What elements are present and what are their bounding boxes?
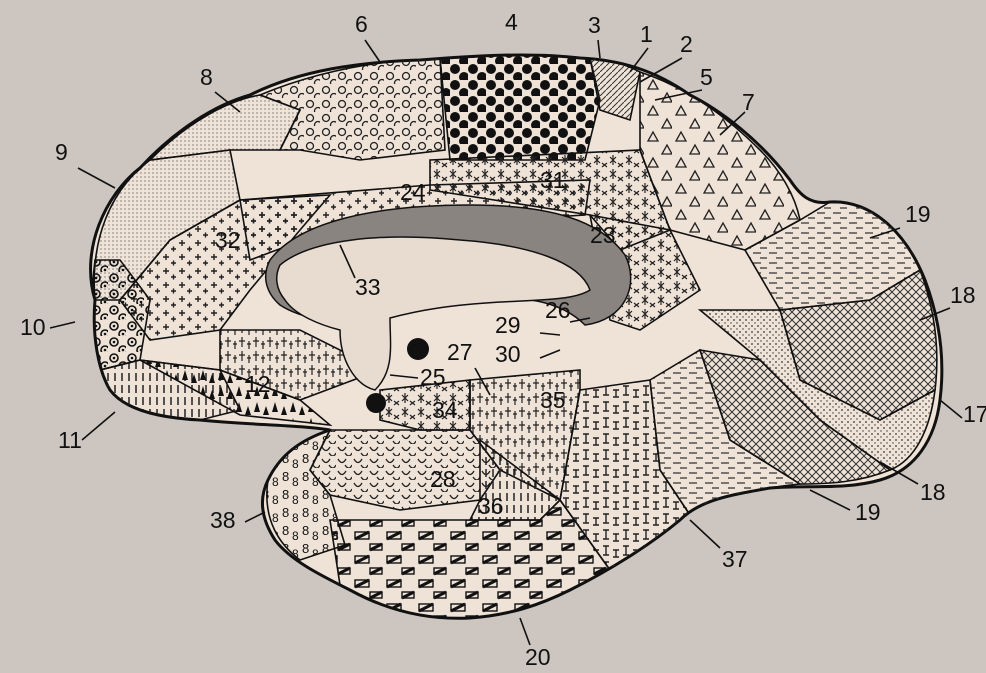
area-label-36: 36 <box>478 493 504 519</box>
area-label-34: 34 <box>432 397 458 423</box>
leader-line <box>365 40 380 62</box>
area-label-10: 10 <box>20 314 46 340</box>
leader-line <box>78 168 115 188</box>
leader-line <box>245 512 265 522</box>
area-label-23: 23 <box>590 222 616 248</box>
area-label-32: 32 <box>215 227 241 253</box>
area-label-27: 27 <box>447 339 473 365</box>
area-label-5: 5 <box>700 64 713 90</box>
area-label-25: 25 <box>420 364 446 390</box>
area-label-11: 11 <box>58 427 82 453</box>
area-label-37: 37 <box>722 546 748 572</box>
area-label-1: 1 <box>640 21 653 47</box>
area-label-4: 4 <box>505 9 518 35</box>
area-label-9: 9 <box>55 139 68 165</box>
area-label-33: 33 <box>355 274 381 300</box>
area-label-18: 18 <box>920 479 946 505</box>
leader-line <box>810 490 850 510</box>
area-label-18: 18 <box>950 282 976 308</box>
leader-line <box>82 412 115 440</box>
marker-dot <box>407 338 429 360</box>
leader-line <box>50 322 75 328</box>
leader-line <box>690 520 720 548</box>
area-label-17: 17 <box>963 401 986 427</box>
leader-line <box>940 400 962 418</box>
leader-line <box>520 618 530 645</box>
area-label-29: 29 <box>495 312 521 338</box>
area-label-8: 8 <box>200 64 213 90</box>
marker-dot <box>366 393 386 413</box>
area-4-patch <box>440 55 600 160</box>
area-label-28: 28 <box>430 466 456 492</box>
area-label-19: 19 <box>905 201 931 227</box>
area-label-6: 6 <box>355 11 368 37</box>
area-label-7: 7 <box>742 89 755 115</box>
area-label-30: 30 <box>495 341 521 367</box>
area-label-3: 3 <box>588 12 601 38</box>
area-label-20: 20 <box>525 644 551 668</box>
area-label-12: 12 <box>245 371 271 397</box>
area-label-19: 19 <box>855 499 881 525</box>
area-label-26: 26 <box>545 297 571 323</box>
area-label-31: 31 <box>540 167 566 193</box>
area-label-38: 38 <box>210 507 236 533</box>
leader-line <box>598 40 600 58</box>
area-label-2: 2 <box>680 31 693 57</box>
area-label-35: 35 <box>540 387 566 413</box>
area-label-24: 24 <box>400 179 426 205</box>
